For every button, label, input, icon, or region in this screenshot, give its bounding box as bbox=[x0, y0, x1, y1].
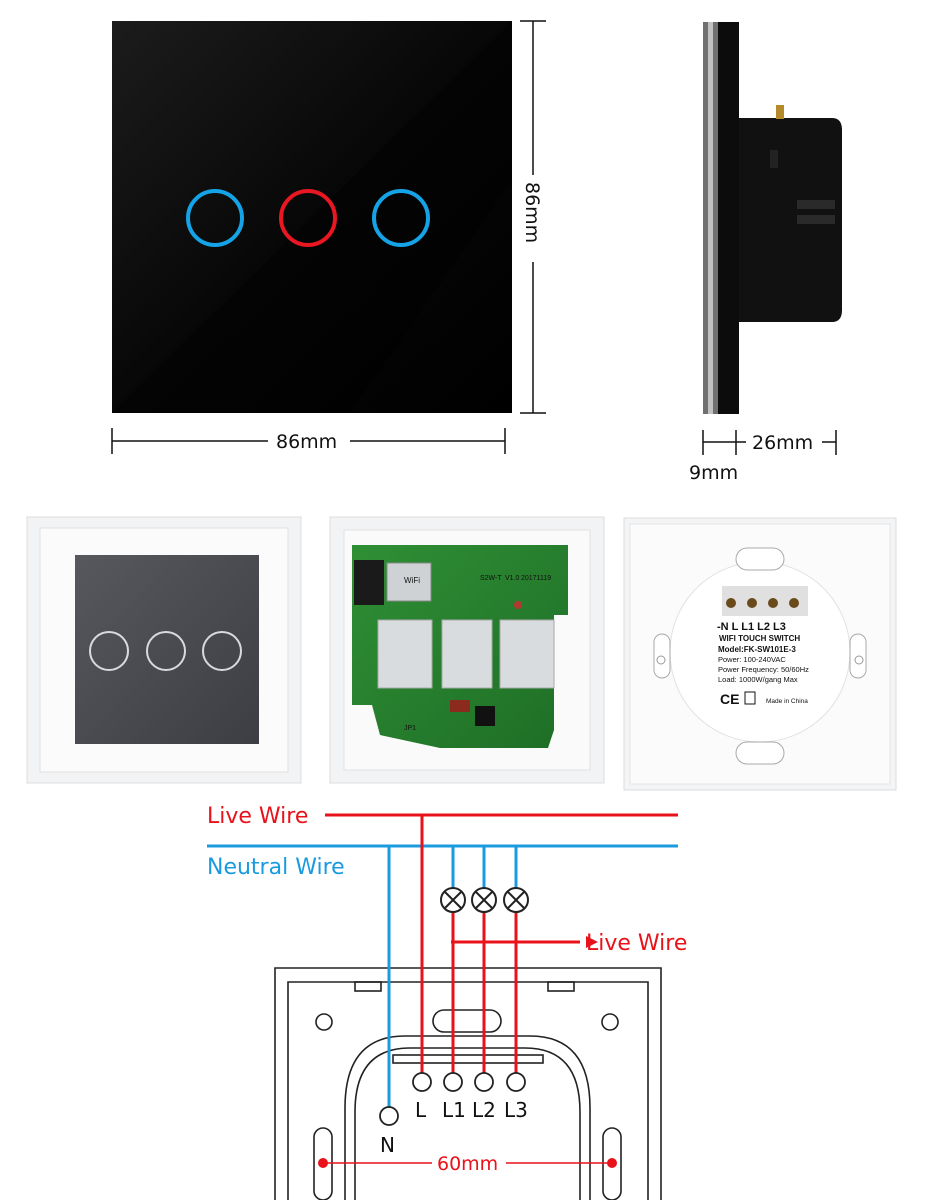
photo-front-frame bbox=[26, 516, 302, 784]
board-date: 20171119 bbox=[521, 575, 551, 582]
label-frequency: Power Frequency: 50/60Hz bbox=[718, 665, 809, 674]
height-dimension bbox=[520, 20, 546, 414]
live-wire-top-label: Live Wire bbox=[207, 804, 308, 829]
touch-ring-1-icon bbox=[89, 631, 129, 671]
width-dimension bbox=[111, 428, 506, 454]
relay-2 bbox=[441, 619, 493, 689]
terminal-l3-icon bbox=[506, 1072, 526, 1092]
switch-outline bbox=[274, 967, 662, 1200]
touch-button-2-icon bbox=[279, 189, 337, 247]
photo-back-label: -N L L1 L2 L3 WIFI TOUCH SWITCH Model:FK… bbox=[623, 517, 897, 791]
jumper-label: JP1 bbox=[404, 725, 416, 732]
mount-spacing-dimension bbox=[318, 1158, 617, 1168]
label-title: WIFI TOUCH SWITCH bbox=[719, 634, 800, 643]
neutral-wire-label: Neutral Wire bbox=[207, 855, 345, 880]
back-box bbox=[739, 118, 842, 322]
lamp-2-icon bbox=[471, 887, 497, 913]
glass-thickness-label: 9mm bbox=[689, 462, 738, 484]
side-frame bbox=[718, 22, 739, 414]
wifi-module-label: WiFi bbox=[404, 576, 420, 585]
front-view: 86mm 86mm bbox=[111, 20, 546, 454]
antenna bbox=[354, 560, 384, 605]
terminal-l1-icon bbox=[443, 1072, 463, 1092]
terminal-l1-label: L1 bbox=[442, 1098, 466, 1122]
weee-bin-icon bbox=[744, 691, 756, 705]
label-model: Model:FK-SW101E-3 bbox=[718, 645, 796, 654]
mount-spacing-label: 60mm bbox=[437, 1153, 498, 1175]
grey-glass-panel bbox=[75, 555, 259, 744]
lamp-1-icon bbox=[440, 887, 466, 913]
terminal-l3-label: L3 bbox=[504, 1098, 528, 1122]
chip bbox=[475, 706, 495, 726]
depth-dimension bbox=[702, 430, 837, 455]
lamp-3-icon bbox=[503, 887, 529, 913]
label-load: Load: 1000W/gang Max bbox=[718, 675, 798, 684]
board-version: V1.0 bbox=[505, 575, 520, 582]
board-name: S2W-T bbox=[480, 575, 502, 582]
width-label: 86mm bbox=[276, 431, 337, 453]
ce-mark: CE bbox=[720, 691, 739, 707]
glass-panel bbox=[112, 21, 512, 413]
wiring-diagram: Live Wire Neutral Wire Live Wire bbox=[207, 804, 687, 1200]
touch-ring-3-icon bbox=[202, 631, 242, 671]
live-wire-right-label: Live Wire bbox=[586, 931, 687, 956]
depth-label: 26mm bbox=[752, 432, 813, 454]
terminal-n-label: N bbox=[380, 1133, 395, 1157]
wifi-module bbox=[386, 562, 432, 602]
terminal-l-label: L bbox=[415, 1098, 427, 1122]
terminal-l-icon bbox=[412, 1072, 432, 1092]
label-origin: Made in China bbox=[766, 698, 808, 705]
touch-ring-2-icon bbox=[146, 631, 186, 671]
terminal-l2-icon bbox=[474, 1072, 494, 1092]
label-power: Power: 100-240VAC bbox=[718, 655, 786, 664]
screw-terminal bbox=[776, 105, 784, 119]
touch-button-1-icon bbox=[186, 189, 244, 247]
relay-3 bbox=[499, 619, 555, 689]
terminal-n-icon bbox=[379, 1106, 399, 1126]
label-terminals: -N L L1 L2 L3 bbox=[717, 621, 786, 633]
height-label: 86mm bbox=[521, 182, 543, 243]
photo-pcb: WiFi S2W-T V1.0 20171119 JP1 bbox=[329, 516, 605, 784]
glass-reflection bbox=[112, 21, 512, 413]
side-view: 26mm 9mm bbox=[689, 22, 842, 484]
relay-1 bbox=[377, 619, 433, 689]
touch-button-3-icon bbox=[372, 189, 430, 247]
terminal-l2-label: L2 bbox=[472, 1098, 496, 1122]
